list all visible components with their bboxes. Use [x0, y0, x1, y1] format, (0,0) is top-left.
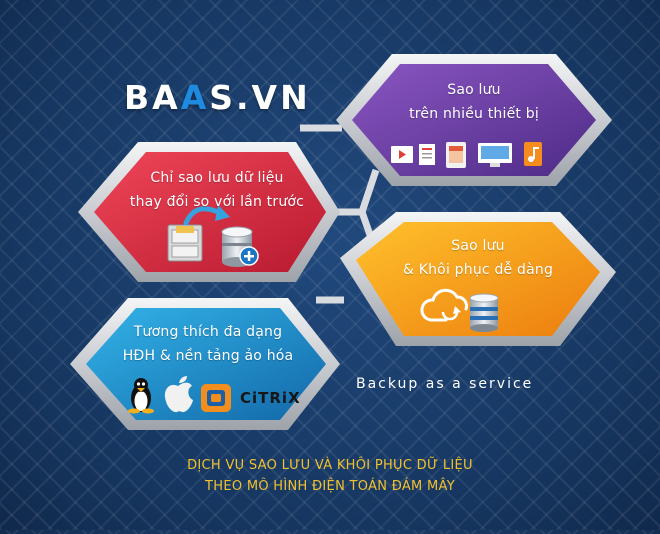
- tablet-icon: [446, 142, 466, 168]
- connector-lines: [300, 124, 380, 304]
- apple-icon: [164, 376, 193, 413]
- panel-compat-line2: HĐH & nền tảng ảo hóa: [122, 348, 294, 364]
- panel-restore: [340, 212, 616, 346]
- citrix-logo: CiTRiX: [240, 389, 301, 407]
- platform-icons: [128, 376, 231, 414]
- transfer-icons: [167, 205, 259, 267]
- panel-restore-text: Sao lưu & Khôi phục dễ dàng: [396, 234, 560, 282]
- database-icon: [469, 293, 499, 332]
- panel-incremental-line2: thay đổi so với lần trước: [129, 194, 305, 210]
- panel-restore-line2: & Khôi phục dễ dàng: [402, 262, 554, 278]
- linux-tux-icon: [128, 378, 154, 414]
- brand-logo: BAAS.VN: [124, 78, 311, 117]
- panel-incremental-text: Chỉ sao lưu dữ liệu thay đổi so với lần …: [124, 166, 310, 214]
- monitor-icon: [478, 143, 512, 167]
- tagline: Backup as a service: [356, 376, 534, 392]
- document-icon: [419, 144, 435, 165]
- cloud-sync-icon: [420, 288, 468, 322]
- panel-multi-device-line2: trên nhiều thiết bị: [409, 106, 539, 122]
- panel-multi-device-text: Sao lưu trên nhiều thiết bị: [392, 78, 556, 126]
- plus-icon: [239, 246, 259, 266]
- panel-incremental-line1: Chỉ sao lưu dữ liệu: [150, 170, 284, 186]
- music-icon: [524, 142, 542, 166]
- footer-line2: THEO MÔ HÌNH ĐIỆN TOÁN ĐÁM MÂY: [205, 479, 455, 494]
- video-icon: [391, 146, 413, 163]
- panel-restore-line1: Sao lưu: [451, 238, 505, 254]
- panel-multi-device-line1: Sao lưu: [447, 82, 501, 98]
- footer-line1: DỊCH VỤ SAO LƯU VÀ KHÔI PHỤC DỮ LIỆU: [187, 458, 473, 473]
- panel-incremental: [78, 142, 340, 282]
- panel-compat-line1: Tương thích đa dạng: [133, 324, 283, 340]
- panel-compat-text: Tương thích đa dạng HĐH & nền tảng ảo hó…: [120, 320, 296, 368]
- device-icons: [391, 142, 542, 168]
- vmware-icon: [201, 384, 231, 412]
- file-cabinet-icon: [167, 224, 203, 262]
- footer-caption: DỊCH VỤ SAO LƯU VÀ KHÔI PHỤC DỮ LIỆU THE…: [0, 455, 660, 497]
- restore-icons: [420, 288, 499, 332]
